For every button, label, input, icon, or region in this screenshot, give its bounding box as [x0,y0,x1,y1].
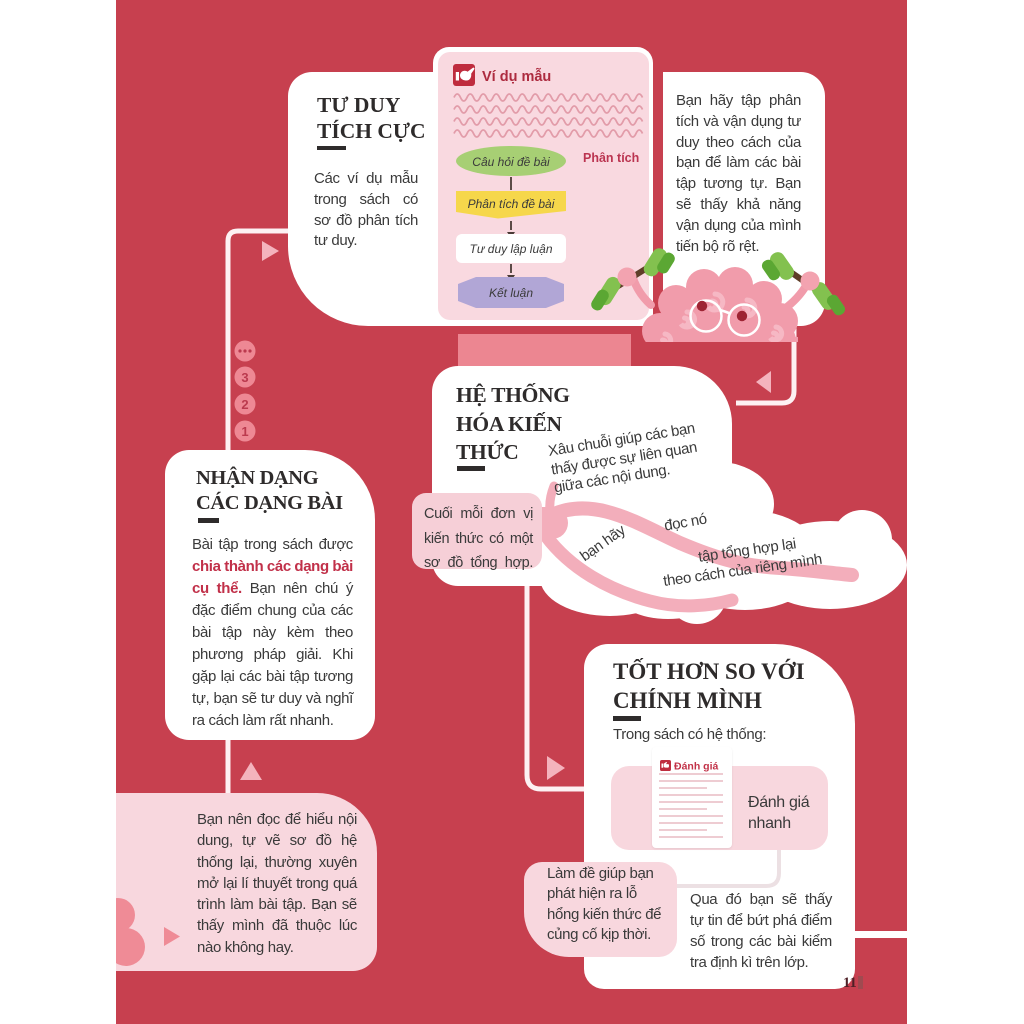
svg-text:1: 1 [241,424,248,439]
svg-text:Đánh giá: Đánh giá [674,761,718,773]
svg-text:Kết luận: Kết luận [489,286,533,300]
svg-text:2: 2 [241,397,248,412]
svg-text:Phân tích đề bài: Phân tích đề bài [468,197,555,211]
svg-text:Ví dụ mẫu: Ví dụ mẫu [482,68,551,85]
svg-text:Phân tích: Phân tích [583,151,639,165]
svg-text:Tư duy lập luận: Tư duy lập luận [470,242,553,256]
svg-text:Câu hỏi đề bài: Câu hỏi đề bài [472,155,550,169]
svg-text:3: 3 [241,370,248,385]
